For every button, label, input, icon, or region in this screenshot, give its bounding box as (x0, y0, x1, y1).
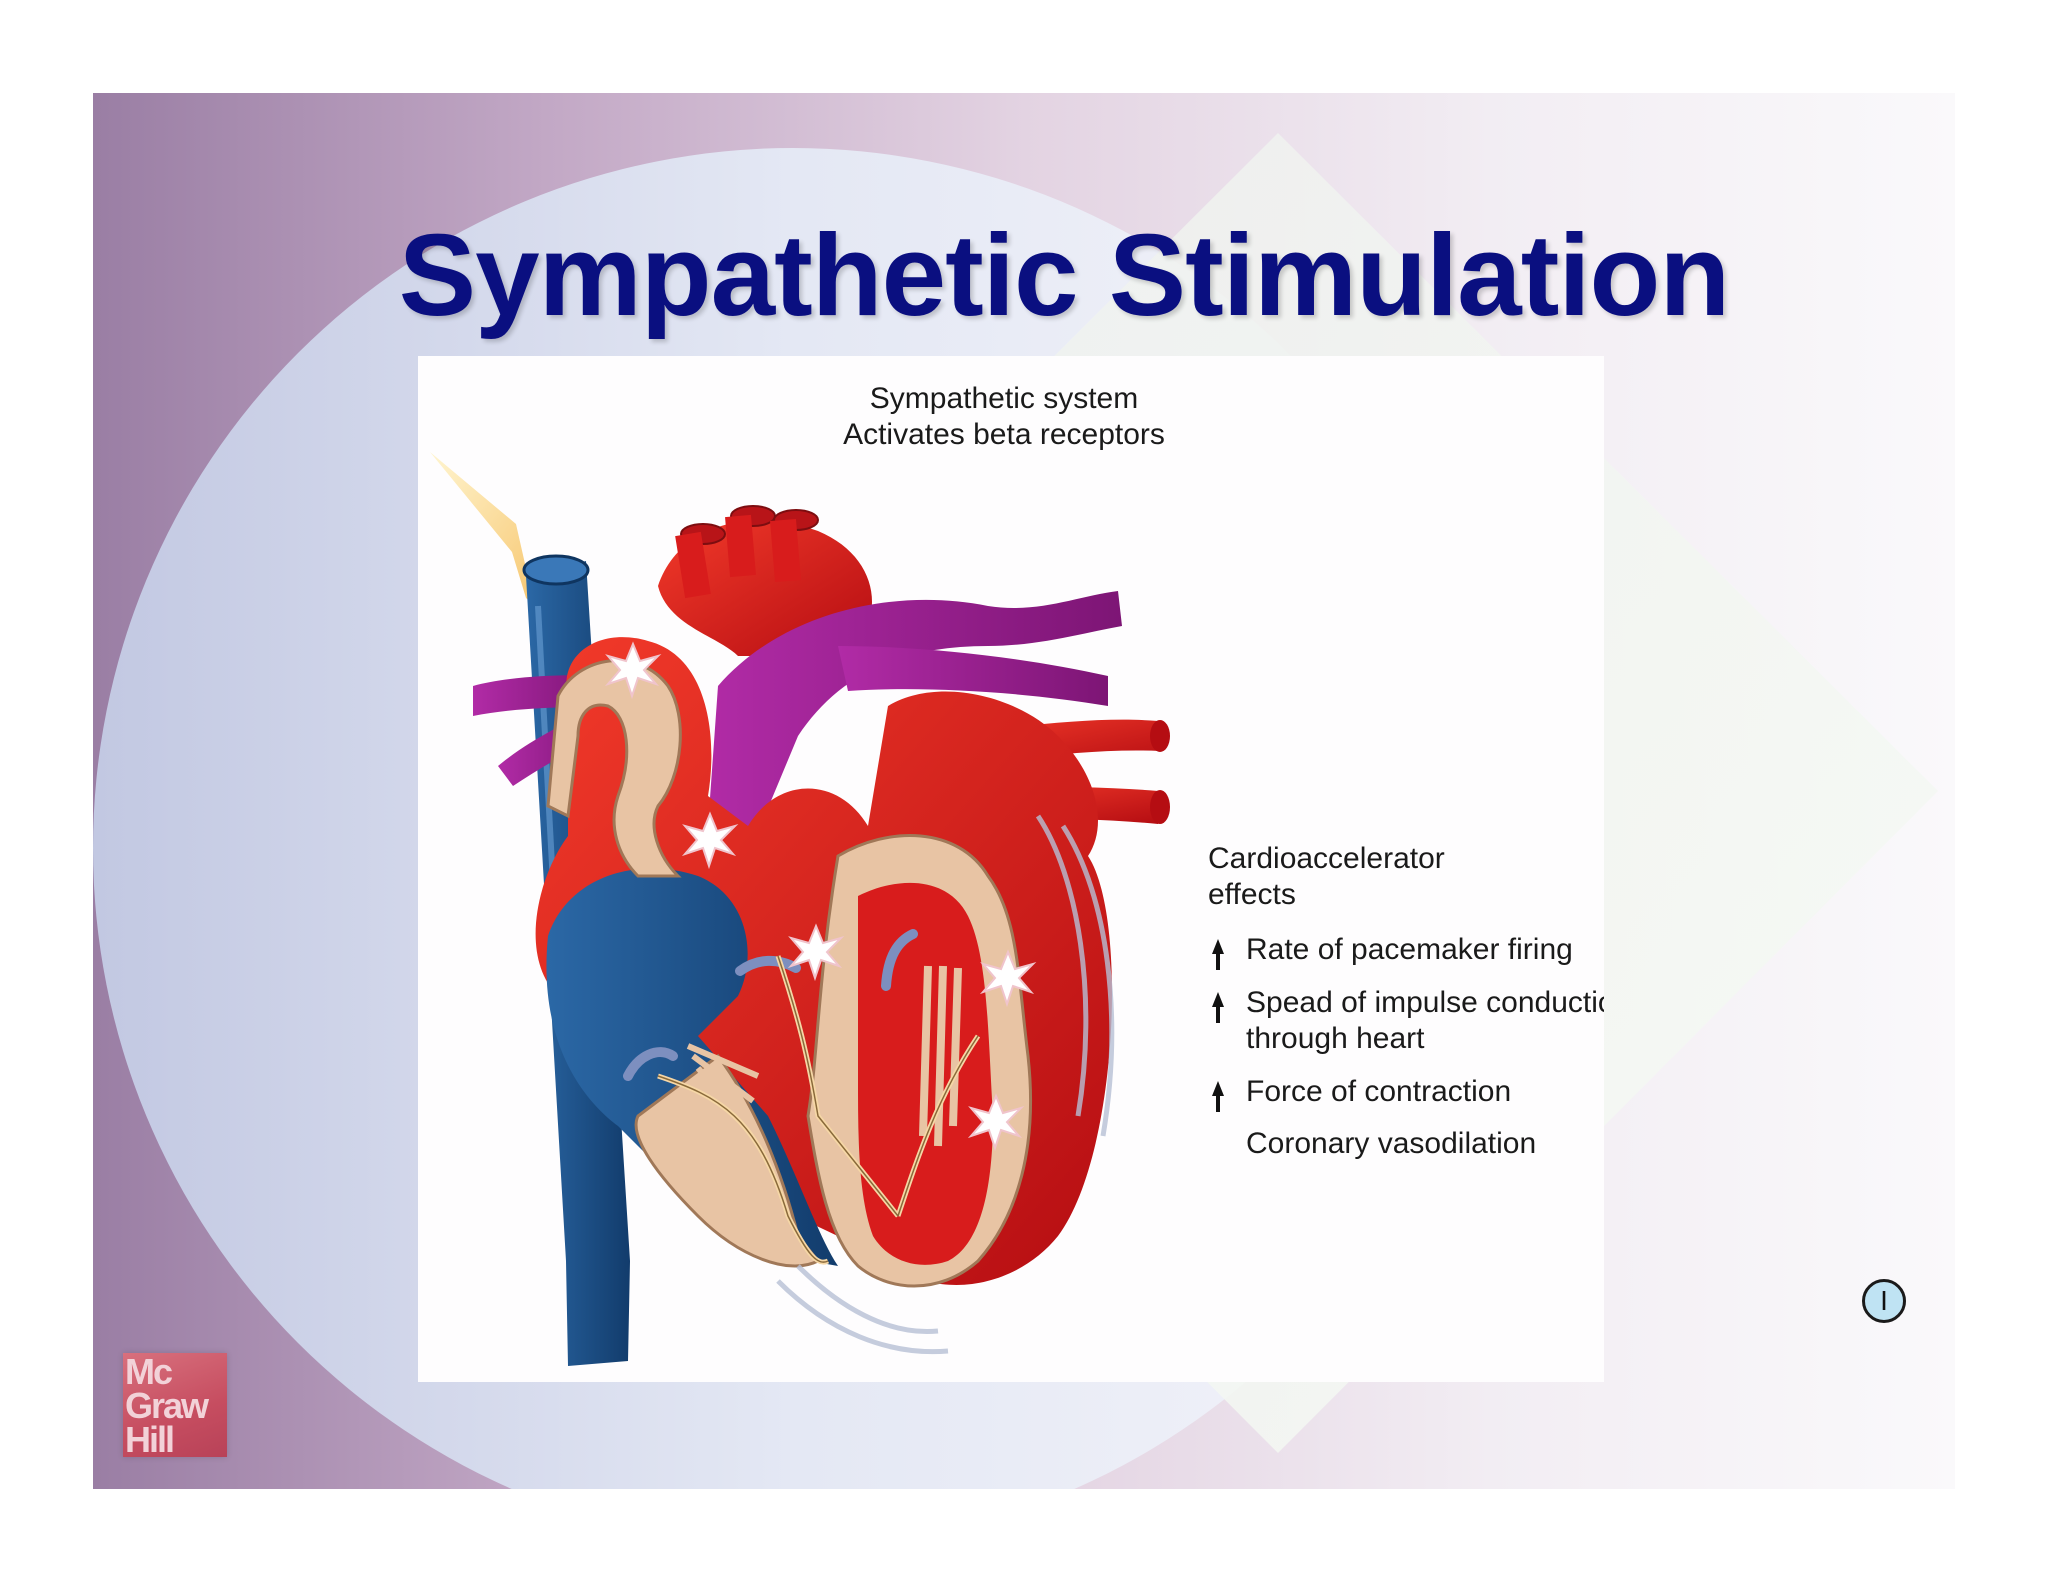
effects-heading-line-1: Cardioaccelerator (1208, 842, 1445, 875)
mcgraw-hill-logo: Mc Graw Hill (123, 1351, 227, 1460)
heart-body (535, 637, 1112, 1288)
effect-text: Rate of pacemaker firing (1246, 933, 1573, 966)
up-arrow-icon (1212, 939, 1224, 970)
diagram-header-line-2: Activates beta receptors (843, 418, 1165, 451)
logo-text: Mc (125, 1351, 173, 1392)
effect-text: Force of contraction (1246, 1075, 1511, 1108)
stimulation-sparks (604, 641, 1037, 1152)
effect-text: Spead of impulse conduction (1246, 986, 1604, 1019)
effects-heading-line-2: effects (1208, 878, 1296, 911)
slide: Sympathetic Stimulation (93, 93, 1955, 1489)
effect-item: Coronary vasodilation (1246, 1127, 1536, 1160)
effect-text: Coronary vasodilation (1246, 1127, 1536, 1160)
info-button[interactable]: I (1862, 1279, 1906, 1323)
effect-text: through heart (1246, 1022, 1425, 1055)
up-arrow-icon (1212, 1081, 1224, 1112)
effect-item: Force of contraction (1212, 1075, 1511, 1112)
diagram-header-line-1: Sympathetic system (870, 382, 1138, 415)
effect-item: Spead of impulse conduction through hear… (1212, 986, 1604, 1055)
contraction-motion-lines (776, 814, 1115, 1355)
heart-diagram: Sympathetic system Activates beta recept… (418, 356, 1604, 1382)
logo-text: Hill (125, 1419, 175, 1460)
effect-item: Rate of pacemaker firing (1212, 933, 1573, 970)
slide-title: Sympathetic Stimulation (398, 210, 1731, 340)
logo-text: Graw (125, 1385, 209, 1426)
up-arrow-icon (1212, 992, 1224, 1023)
